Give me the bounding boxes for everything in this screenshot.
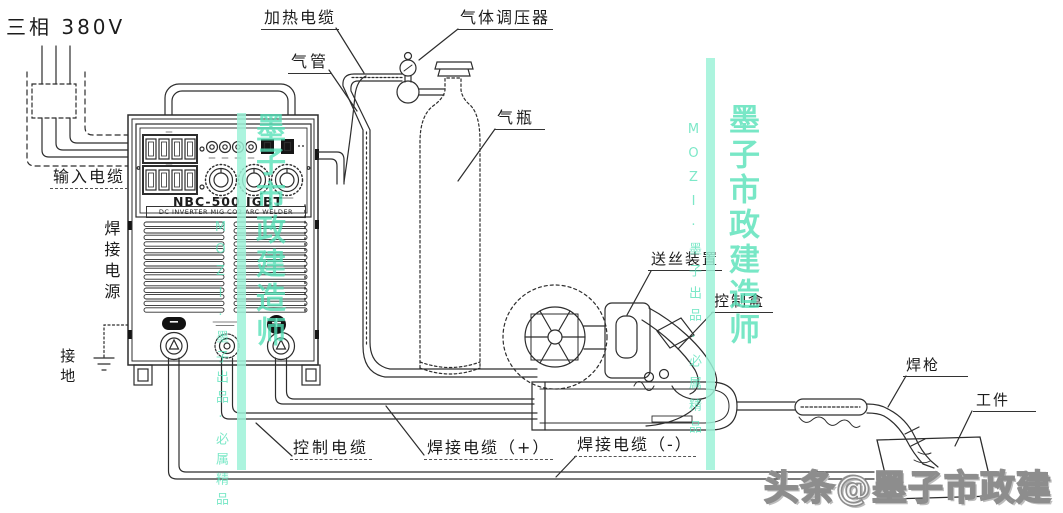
switch-1 [261, 139, 274, 154]
label-heating-cable: 加热电缆 [261, 8, 340, 31]
label-welding-cable-minus: 焊接电缆（-） [574, 435, 696, 458]
label-workpiece: 工件 [973, 391, 1037, 413]
machine-subtitle-plate: DC INVERTER MIG CO2 ARC WELDER [146, 206, 306, 218]
machine-model-text: NBC-500 IGBT [172, 194, 284, 209]
wire-spool [502, 284, 608, 390]
heating-cable-line [317, 75, 367, 185]
feeder-base [531, 381, 738, 431]
control-box-shape [656, 317, 695, 349]
label-gas-regulator: 气体调压器 [457, 8, 554, 31]
terminal-plus-badge: + [267, 315, 286, 334]
label-gas-pipe: 气管 [288, 52, 333, 75]
label-gas-cylinder: 气瓶 [494, 108, 546, 131]
panel-knobs [204, 163, 304, 199]
stamp-toutiao: 头条@墨子市政建造师 [763, 468, 1053, 510]
label-ground: 接地 [58, 348, 77, 388]
workpiece-shape [876, 436, 995, 500]
wire-feeder-unit [604, 302, 718, 427]
label-control-box: 控制盒 [711, 292, 774, 314]
digital-display-lower [142, 165, 205, 195]
label-welding-cable-plus: 焊接电缆（+） [424, 438, 554, 461]
terminal-minus-badge: − [162, 316, 186, 330]
torch-assembly [736, 398, 939, 469]
gas-regulator-shape [396, 51, 445, 104]
gas-cylinder-shape [419, 61, 481, 375]
welding-cable-plus-line [274, 357, 535, 405]
knob-1 [204, 163, 238, 197]
label-wire-feeder: 送丝装置 [648, 250, 723, 272]
label-control-cable: 控制电缆 [290, 438, 373, 461]
welding-cable-minus-line [167, 357, 875, 480]
knob-3 [270, 163, 304, 197]
ground-symbol [93, 324, 129, 371]
digital-display-upper [142, 134, 205, 164]
leader-lines [255, 27, 973, 478]
label-three-phase: 三相 380V [6, 15, 126, 39]
switch-2 [281, 139, 294, 154]
label-welding-power: 焊接电源 [101, 220, 121, 304]
control-cable-line [220, 357, 538, 420]
label-welding-torch: 焊枪 [903, 356, 969, 378]
breaker-box [31, 83, 77, 119]
gas-hose-line [342, 73, 538, 378]
input-power-lines [26, 45, 129, 167]
label-input-cable: 输入电缆 [50, 167, 129, 190]
